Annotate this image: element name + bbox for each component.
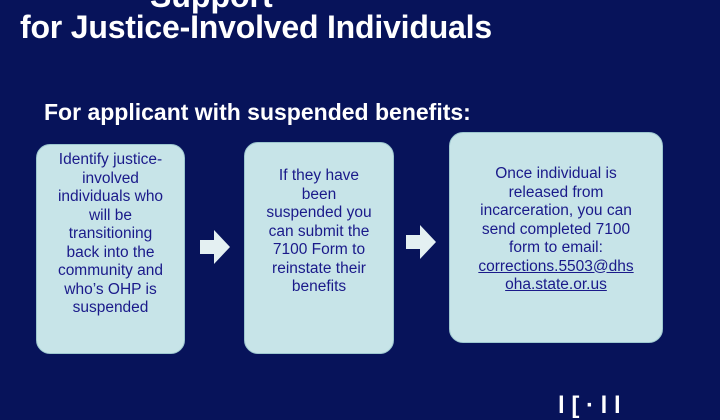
step-text: Identify justice- involved individuals w… xyxy=(57,151,164,316)
presentation-slide: Support for Justice-Involved Individuals… xyxy=(20,0,663,419)
step-box-email: Once individual is released from incarce… xyxy=(449,132,663,343)
email-link[interactable]: corrections.5503@dhs oha.state.or.us xyxy=(478,257,634,294)
title-partial-line: Support xyxy=(150,0,273,15)
slide-subtitle: For applicant with suspended benefits: xyxy=(44,99,471,125)
right-arrow-icon xyxy=(200,230,230,264)
step-text: Once individual is released from incarce… xyxy=(480,165,632,256)
footer-partial-text: l [ · l l xyxy=(558,392,621,419)
step-box-submit-form: If they have been suspended you can subm… xyxy=(244,142,394,354)
step-box-identify: Identify justice- involved individuals w… xyxy=(36,144,185,354)
slide-title: for Justice-Involved Individuals xyxy=(20,9,492,45)
right-arrow-icon xyxy=(406,225,436,259)
step-text: If they have been suspended you can subm… xyxy=(266,167,372,295)
